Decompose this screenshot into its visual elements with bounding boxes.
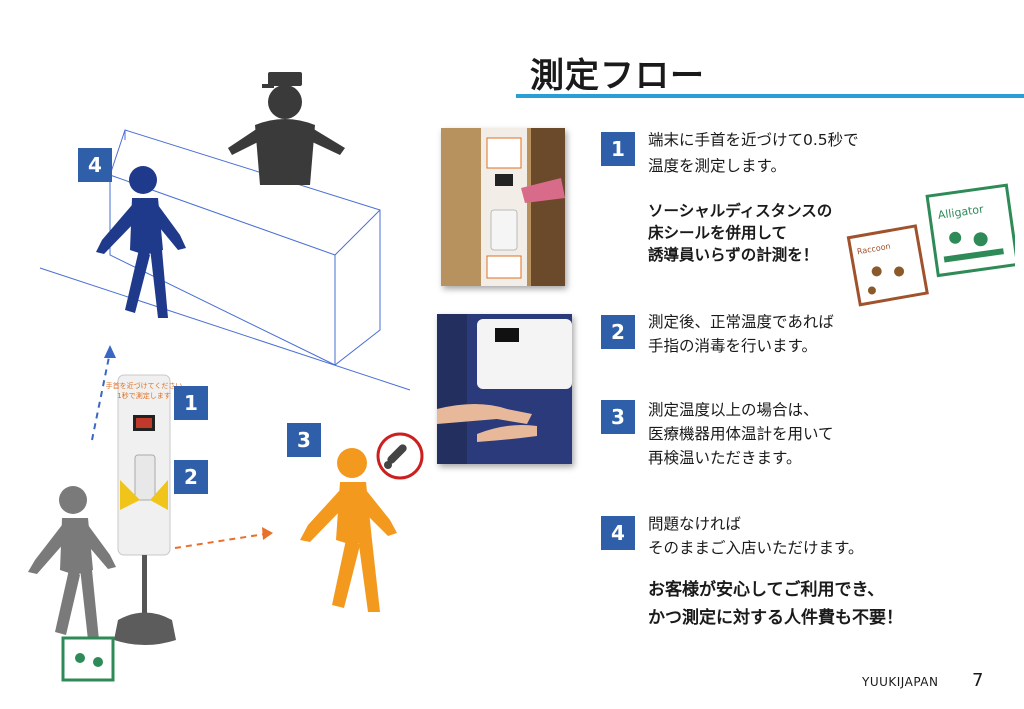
- blue-walker: [96, 166, 186, 318]
- step-3-text: 測定温度以上の場合は、 医療機器用体温計を用いて 再検温いただきます。: [648, 401, 834, 467]
- step-badge-4: 4: [601, 516, 635, 550]
- arrow-right: [174, 533, 266, 549]
- stand-sign-line1: 手首を近づけてください: [106, 381, 183, 390]
- arrow-up: [91, 351, 111, 441]
- thermometer-icon: [376, 432, 424, 480]
- orange-walker: [300, 448, 397, 612]
- photo-sanitizer: [437, 314, 572, 464]
- page-number: 7: [972, 670, 984, 691]
- staff-figure: [228, 72, 345, 185]
- title-underline: [516, 94, 1024, 98]
- highlight-cost-free: お客様が安心してご利用でき、 かつ測定に対する人件費も不要！: [648, 580, 903, 628]
- gray-walker: [28, 486, 116, 640]
- step-badge-1: 1: [601, 132, 635, 166]
- page-title: 測定フロー: [530, 56, 705, 96]
- step-1-text: 端末に手首を近づけて0.5秒で 温度を測定します。: [648, 131, 859, 175]
- illustration-badge-4: 4: [78, 148, 112, 182]
- step-badge-2: 2: [601, 315, 635, 349]
- step-4-text: 問題なければ そのままご入店いただけます。: [648, 515, 864, 557]
- highlight-social-distance: ソーシャルディスタンスの 床シールを併用して 誘導員いらずの計測を！: [648, 202, 833, 264]
- step-2-text: 測定後、正常温度であれば 手指の消毒を行います。: [648, 313, 834, 355]
- flow-illustration: 手首を近づけてください 1秒で測定します: [28, 72, 424, 682]
- measurement-stand: [114, 374, 176, 645]
- floor-stickers-photo: Alligator Raccoon: [846, 183, 1015, 307]
- stand-sign-line2: 1秒で測定します: [117, 391, 170, 400]
- step-badge-3: 3: [601, 400, 635, 434]
- illustration-badge-1: 1: [174, 386, 208, 420]
- footer-brand: YUUKIJAPAN: [862, 675, 939, 689]
- floor-sticker: [61, 636, 115, 682]
- sticker-alligator-label: Alligator: [937, 203, 985, 222]
- illustration-badge-2: 2: [174, 460, 208, 494]
- illustration-badge-3: 3: [287, 423, 321, 457]
- photo-thermometer-stand: [441, 128, 565, 286]
